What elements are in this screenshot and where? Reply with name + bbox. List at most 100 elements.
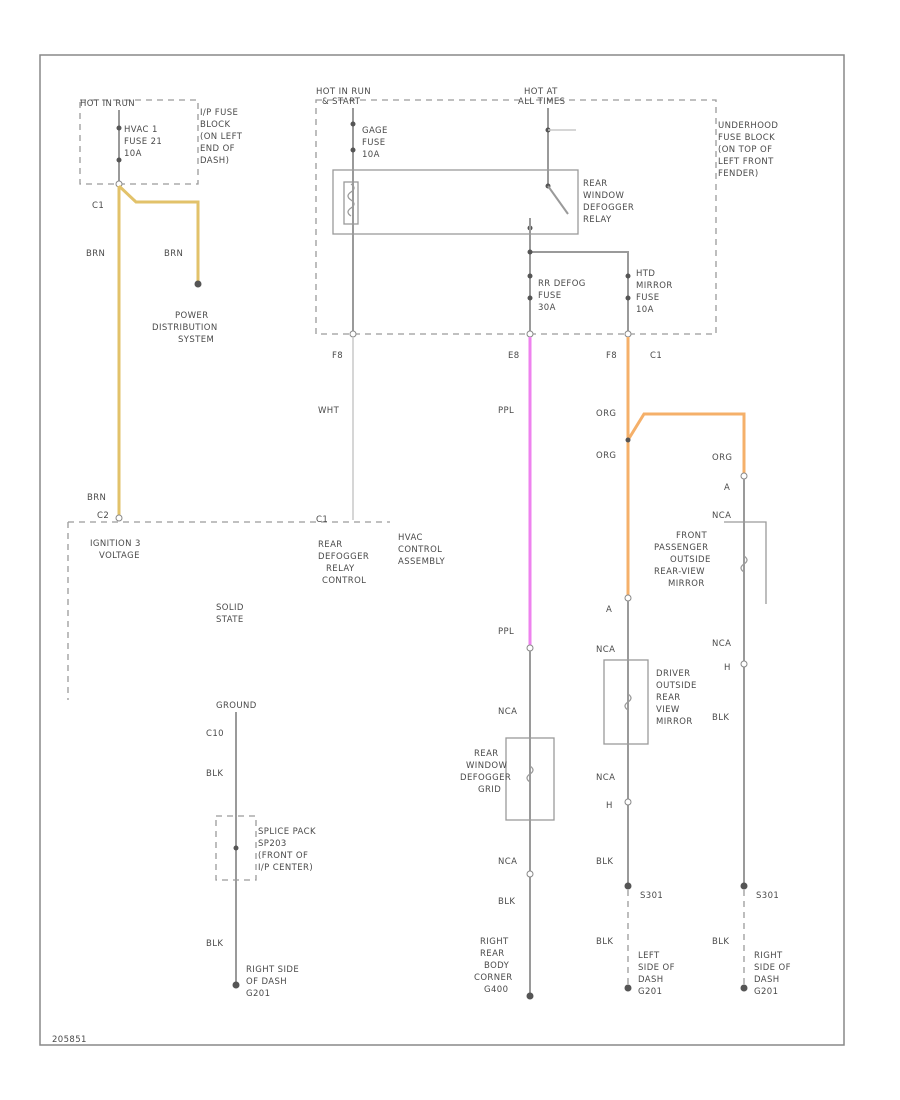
defogger-relay-line-2: DEFOGGER [583, 203, 634, 213]
c1-label-b: C1 [650, 351, 662, 361]
splice-dot [527, 249, 533, 255]
rear-body-corner-line-3: CORNER [474, 973, 513, 983]
splice-dot [233, 845, 239, 851]
fuse-terminal-dot [625, 273, 631, 279]
passenger-mirror-line-4: MIRROR [668, 579, 705, 589]
driver-g201-terminal [624, 984, 632, 992]
mirror-fuse-line-3: 10A [636, 305, 654, 315]
rr-defog-fuse-line-0: RR DEFOG [538, 279, 586, 289]
right-side-dash-2-line-3: G201 [754, 987, 778, 997]
connector-f8-gage [349, 330, 357, 338]
brn-label-3: BRN [87, 493, 106, 503]
underhood-fuse-block-line-3: LEFT FRONT [718, 157, 774, 167]
brn-label-2: BRN [164, 249, 183, 259]
c10-label: C10 [206, 729, 224, 739]
ip-fuse-block-line-4: DASH) [200, 156, 229, 166]
hvac-control-assembly-line-1: CONTROL [398, 545, 442, 555]
hvac-fuse-line-1: FUSE 21 [124, 137, 162, 147]
ppl-label-2: PPL [498, 627, 514, 637]
brn-label-1: BRN [86, 249, 105, 259]
rr-defog-fuse-line-1: FUSE [538, 291, 561, 301]
passenger-mirror-line-3: REAR-VIEW [654, 567, 705, 577]
blk-driver-1-label: BLK [596, 857, 613, 867]
hot-in-run-label: HOT IN RUN [80, 99, 135, 109]
s301-b-label: S301 [756, 891, 779, 901]
splice-pack-line-0: SPLICE PACK [258, 827, 316, 837]
gage-fuse-line-2: 10A [362, 150, 380, 160]
left-side-dash-line-3: G201 [638, 987, 662, 997]
defogger-grid-line-1: WINDOW [466, 761, 508, 771]
passenger-splice-s301 [740, 882, 748, 890]
org-splice-dot [625, 437, 631, 443]
driver-mirror-box [603, 659, 649, 745]
fuse-terminal-dot [527, 273, 533, 279]
g400-terminal [526, 992, 534, 1000]
splice-pack-line-3: I/P CENTER) [258, 863, 313, 873]
mirror-fuse-wire [530, 251, 629, 332]
driver-mirror-connector-a [624, 594, 632, 602]
blk-driver-2-label: BLK [596, 937, 613, 947]
power-distribution-line-2: SYSTEM [178, 335, 214, 345]
connector-c2 [115, 514, 123, 522]
defogger-relay-box [332, 169, 579, 235]
defogger-grid-symbol [526, 765, 534, 783]
hvac-fuse-line-0: HVAC 1 [124, 125, 158, 135]
mirror-fuse-line-2: FUSE [636, 293, 659, 303]
connector-e8 [526, 330, 534, 338]
solid-state-line-1: STATE [216, 615, 244, 625]
diagram-border [39, 54, 845, 1046]
ignition-voltage-line-1: VOLTAGE [99, 551, 140, 561]
org-label-2: ORG [596, 451, 616, 461]
relay-control-line-0: REAR [318, 540, 343, 550]
rear-body-corner-line-2: BODY [484, 961, 510, 971]
underhood-fuse-block-outline [315, 99, 717, 335]
driver-mirror-line-2: REAR [656, 693, 681, 703]
nca-pass-top-label: NCA [712, 511, 731, 521]
fuse-terminal-dot [625, 295, 631, 301]
relay-switch-blade [547, 185, 569, 215]
gage-fuse-line-0: GAGE [362, 126, 388, 136]
ip-fuse-block-line-1: BLOCK [200, 120, 230, 130]
hot-at-all-times-line-1: ALL TIMES [518, 97, 565, 107]
fuse-terminal-dot [116, 125, 122, 131]
ground-label: GROUND [216, 701, 257, 711]
passenger-mirror-line-1: PASSENGER [654, 543, 708, 553]
left-side-dash-line-0: LEFT [638, 951, 660, 961]
passenger-mirror-line-0: FRONT [676, 531, 707, 541]
driver-splice-s301 [624, 882, 632, 890]
mirror-fuse-line-0: HTD [636, 269, 655, 279]
h-pass-label: H [724, 663, 731, 673]
ip-fuse-block-line-0: I/P FUSE [200, 108, 238, 118]
hvac-control-assembly-line-0: HVAC [398, 533, 423, 543]
driver-mirror-line-3: VIEW [656, 705, 680, 715]
hot-run-start-line-1: & START [322, 97, 361, 107]
c1-label: C1 [92, 201, 104, 211]
grid-connector-bottom [526, 870, 534, 878]
nca-pass-bot-label: NCA [712, 639, 731, 649]
blk-pass-2-label: BLK [712, 937, 729, 947]
ip-fuse-block-line-3: END OF [200, 144, 235, 154]
rear-body-corner-line-1: REAR [480, 949, 505, 959]
hot-run-start-line-0: HOT IN RUN [316, 87, 371, 97]
passenger-g201-terminal [740, 984, 748, 992]
brn-wire-branch [117, 184, 200, 284]
ppl-label-1: PPL [498, 406, 514, 416]
defogger-grid-line-3: GRID [478, 785, 501, 795]
hvac-fuse-line-2: 10A [124, 149, 142, 159]
blk-pass-1-label: BLK [712, 713, 729, 723]
driver-mirror-line-1: OUTSIDE [656, 681, 697, 691]
relay-coil-winding [347, 183, 355, 217]
right-side-dash-1-line-1: OF DASH [246, 977, 287, 987]
connector-f8-mirror [624, 330, 632, 338]
passenger-mirror-line-2: OUTSIDE [670, 555, 711, 565]
f8-label-b: F8 [606, 351, 617, 361]
left-side-dash-line-2: DASH [638, 975, 664, 985]
passenger-mirror-heater-symbol [740, 555, 748, 573]
a-driver-label: A [606, 605, 612, 615]
defogger-relay-line-1: WINDOW [583, 191, 625, 201]
relay-control-line-3: CONTROL [322, 576, 366, 586]
driver-mirror-connector-h [624, 798, 632, 806]
underhood-fuse-block-line-2: (ON TOP OF [718, 145, 772, 155]
rear-body-corner-line-4: G400 [484, 985, 508, 995]
